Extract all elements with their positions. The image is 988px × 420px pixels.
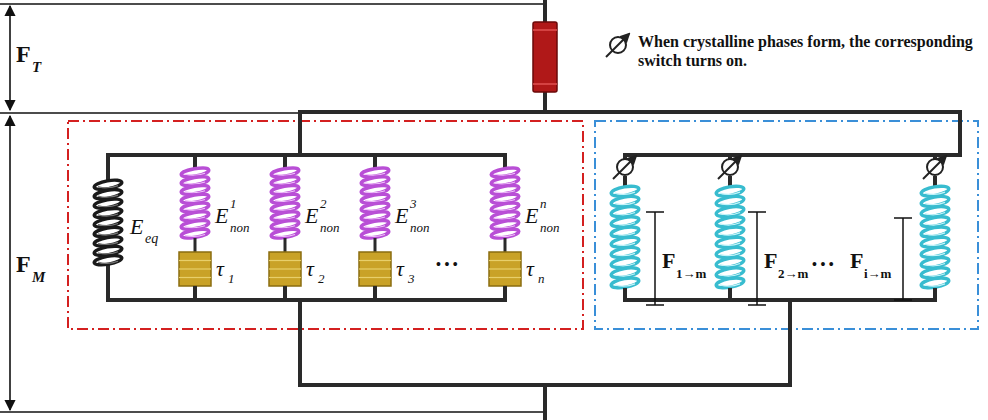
dashed-region <box>595 121 978 329</box>
force-symbol: F <box>662 250 675 272</box>
subscript: M <box>32 270 45 285</box>
force-symbol: F <box>764 250 777 272</box>
ellipsis-dots: • • • <box>812 258 834 272</box>
wire <box>728 288 732 300</box>
subscript: T <box>32 60 41 75</box>
wire <box>283 155 287 168</box>
modulus-symbol: E <box>215 205 228 227</box>
subscript: non <box>540 221 560 234</box>
dashpot-symbol <box>269 252 301 286</box>
wire <box>623 176 627 186</box>
ellipsis-dots: • • • <box>436 258 458 272</box>
spring-symbol <box>361 166 390 239</box>
relaxation-time-symbol: τ <box>216 258 224 280</box>
wire <box>106 265 110 300</box>
wire <box>373 155 377 168</box>
wire <box>503 286 507 300</box>
wire <box>284 238 287 252</box>
spring-symbol <box>491 166 520 239</box>
subscript: non <box>320 221 340 234</box>
subscript: 1 <box>228 272 235 285</box>
switch-symbol <box>613 156 636 179</box>
spring-symbol <box>715 184 744 289</box>
wire <box>106 155 110 180</box>
dashpot-symbol <box>179 252 211 286</box>
relaxation-time-symbol: τ <box>526 258 534 280</box>
wire <box>504 238 507 252</box>
wire <box>503 155 507 168</box>
spring-symbol <box>920 184 949 289</box>
switch-symbol <box>718 156 741 179</box>
wire <box>623 288 627 300</box>
subscript: 2→m <box>778 267 808 280</box>
wire <box>193 286 197 300</box>
dashed-region <box>68 121 583 329</box>
wire <box>728 176 732 186</box>
force-symbol: F <box>16 42 31 66</box>
wire <box>283 286 287 300</box>
modulus-symbol: E <box>305 205 318 227</box>
wire <box>374 238 377 252</box>
relaxation-time-symbol: τ <box>396 258 404 280</box>
spring-symbol <box>271 166 300 239</box>
switch-symbol <box>606 34 629 57</box>
superscript: 1 <box>230 197 237 210</box>
dashpot-symbol <box>359 252 391 286</box>
force-symbol: F <box>16 252 31 276</box>
wire <box>193 155 197 168</box>
subscript: non <box>410 221 430 234</box>
subscript: 2 <box>318 272 325 285</box>
relaxation-time-symbol: τ <box>306 258 314 280</box>
wire <box>933 288 937 300</box>
modulus-symbol: E <box>525 205 538 227</box>
dimension-bracket <box>0 4 545 412</box>
note-text: When crystalline phases form, the corres… <box>638 32 976 70</box>
subscript: non <box>230 221 250 234</box>
superscript: 3 <box>410 197 417 210</box>
switch-symbol <box>923 156 946 179</box>
subscript: i→m <box>864 267 891 280</box>
dashpot-symbol <box>533 22 557 92</box>
length-marker <box>748 212 766 305</box>
spring-symbol <box>610 184 639 289</box>
force-symbol: F <box>850 250 863 272</box>
subscript: 3 <box>408 272 415 285</box>
superscript: 2 <box>320 197 327 210</box>
modulus-symbol: E <box>130 216 143 238</box>
dashpot-symbol <box>489 252 521 286</box>
wire <box>108 0 960 420</box>
subscript: n <box>538 272 545 285</box>
length-marker <box>894 218 912 300</box>
modulus-symbol: E <box>395 205 408 227</box>
subscript: 1→m <box>676 267 706 280</box>
superscript: n <box>540 197 547 210</box>
spring-symbol <box>94 178 123 266</box>
subscript: eq <box>145 232 158 246</box>
wire <box>373 286 377 300</box>
spring-symbol <box>181 166 210 239</box>
wire <box>194 238 197 252</box>
wire <box>933 176 937 186</box>
length-marker <box>646 212 664 305</box>
